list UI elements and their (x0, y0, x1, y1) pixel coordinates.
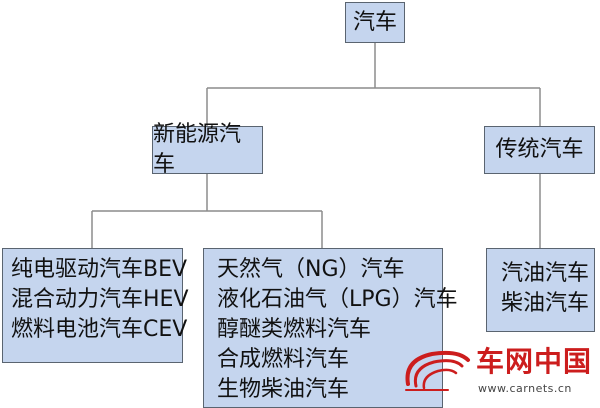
watermark-name: 车网中国 (476, 345, 593, 378)
watermark: 车网中国 www.carnets.cn (398, 340, 600, 400)
category-node-label: 传统汽车 (495, 137, 584, 162)
leaf-box-electric-hybrid-fuelcell: 纯电驱动汽车BEV 混合动力汽车HEV 燃料电池汽车CEV (2, 248, 189, 363)
category-node-new-energy: 新能源汽车 (152, 122, 263, 177)
leaf-item: 汽油汽车 (501, 261, 590, 286)
root-node-label: 汽车 (352, 9, 397, 35)
watermark-url: www.carnets.cn (478, 382, 572, 395)
category-node-label: 新能源汽车 (153, 122, 242, 177)
leaf-item: 柴油汽车 (501, 291, 590, 316)
leaf-box-gasoline-diesel: 汽油汽车 柴油汽车 (486, 248, 595, 332)
leaf-box-alternative-fuels: 天然气（NG）汽车 液化石油气（LPG）汽车 醇醚类燃料汽车 合成燃料汽车 生物… (203, 248, 458, 408)
leaf-item: 合成燃料汽车 (217, 347, 350, 372)
leaf-item: 生物柴油汽车 (217, 377, 350, 402)
leaf-item: 液化石油气（LPG）汽车 (217, 287, 458, 312)
category-node-traditional: 传统汽车 (484, 126, 595, 174)
root-node-automobile: 汽车 (345, 2, 405, 43)
leaf-item: 纯电驱动汽车BEV (11, 257, 188, 282)
leaf-item: 天然气（NG）汽车 (217, 257, 405, 282)
carnets-logo-icon (405, 350, 470, 391)
leaf-item: 燃料电池汽车CEV (11, 317, 188, 342)
leaf-item: 混合动力汽车HEV (11, 287, 189, 312)
leaf-item: 醇醚类燃料汽车 (217, 317, 372, 342)
